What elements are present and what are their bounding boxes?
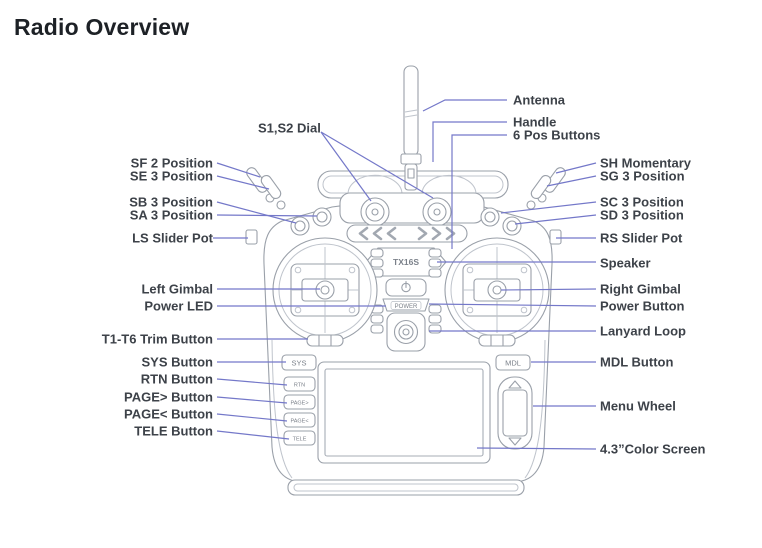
label-mdl-button: MDL Button <box>600 354 674 370</box>
s1-dial-drawing <box>360 197 390 227</box>
rtn-button-text: RTN <box>294 383 305 389</box>
power-plate-text: POWER <box>395 304 418 310</box>
label-speaker: Speaker <box>600 255 651 271</box>
label-sd-3-position: SD 3 Position <box>600 207 684 223</box>
label-sg-3-position: SG 3 Position <box>600 168 685 184</box>
label-power-led: Power LED <box>144 298 213 314</box>
sys-button-drawing: SYS <box>281 354 317 371</box>
sa-switch-drawing <box>312 207 332 227</box>
tele-button-text: TELE <box>293 437 307 443</box>
rs-slider-drawing <box>549 229 562 245</box>
label-rs-slider-pot: RS Slider Pot <box>600 230 683 246</box>
label-color-screen: 4.3”Color Screen <box>600 441 706 457</box>
label-menu-wheel: Menu Wheel <box>600 398 676 414</box>
label-lanyard-loop: Lanyard Loop <box>600 323 686 339</box>
label-ls-slider-pot: LS Slider Pot <box>132 230 213 246</box>
power-icon <box>401 280 411 293</box>
label-page-back-button: PAGE< Button <box>124 406 213 422</box>
bottom-grip-drawing <box>287 479 525 496</box>
page-back-button-drawing: PAGE< <box>283 412 316 428</box>
left-trim-button-drawing <box>306 334 344 347</box>
label-tele-button: TELE Button <box>134 423 213 439</box>
label-left-gimbal: Left Gimbal <box>141 281 213 297</box>
sb-switch-drawing <box>290 216 310 236</box>
right-gimbal-drawing <box>444 237 550 343</box>
leader-lines <box>213 99 597 450</box>
sg-switch-drawing <box>526 174 552 210</box>
label-sh-momentary: SH Momentary <box>600 155 692 171</box>
rtn-button-drawing: RTN <box>283 376 316 392</box>
power-led-drawing: POWER <box>382 298 430 312</box>
label-sb-3-position: SB 3 Position <box>129 194 213 210</box>
label-6-pos-buttons: 6 Pos Buttons <box>513 127 601 143</box>
speaker-model-text: TX16S <box>393 257 419 267</box>
page-forward-button-text: PAGE> <box>290 401 308 407</box>
sc-switch-drawing <box>480 207 500 227</box>
label-sf-2-position: SF 2 Position <box>130 155 213 171</box>
label-handle: Handle <box>513 114 557 130</box>
right-trim-button-drawing <box>478 334 516 347</box>
tele-button-drawing: TELE <box>283 430 316 446</box>
label-sys-button: SYS Button <box>141 354 214 370</box>
label-se-3-position: SE 3 Position <box>129 168 213 184</box>
dial-panel-drawing <box>339 174 485 227</box>
page-title: Radio Overview <box>14 14 190 40</box>
label-rtn-button: RTN Button <box>140 371 213 387</box>
label-t1-t6-trim-button: T1-T6 Trim Button <box>101 331 213 347</box>
label-sc-3-position: SC 3 Position <box>600 194 684 210</box>
label-power-button: Power Button <box>600 298 685 314</box>
color-screen-drawing <box>317 361 491 464</box>
page-forward-button-drawing: PAGE> <box>283 394 316 410</box>
se-switch-drawing <box>260 174 286 210</box>
top-trim-rocker-drawing <box>346 224 468 243</box>
page-back-button-text: PAGE< <box>290 419 308 425</box>
sys-button-text: SYS <box>291 359 306 368</box>
s2-dial-drawing <box>422 197 452 227</box>
label-antenna: Antenna <box>513 92 565 108</box>
mdl-button-text: MDL <box>505 359 521 368</box>
menu-wheel-drawing <box>497 376 533 450</box>
sd-switch-drawing <box>502 216 522 236</box>
six-pos-buttons-drawing <box>370 248 442 334</box>
power-button-drawing <box>385 278 427 297</box>
mdl-button-drawing: MDL <box>495 354 531 371</box>
ls-slider-drawing <box>245 229 258 245</box>
label-right-gimbal: Right Gimbal <box>600 281 681 297</box>
label-s1-s2-dial: S1,S2 Dial <box>258 120 321 136</box>
lanyard-loop-drawing <box>386 312 426 352</box>
label-page-forward-button: PAGE> Button <box>124 389 213 405</box>
left-gimbal-drawing <box>272 237 378 343</box>
label-sa-3-position: SA 3 Position <box>129 207 213 223</box>
